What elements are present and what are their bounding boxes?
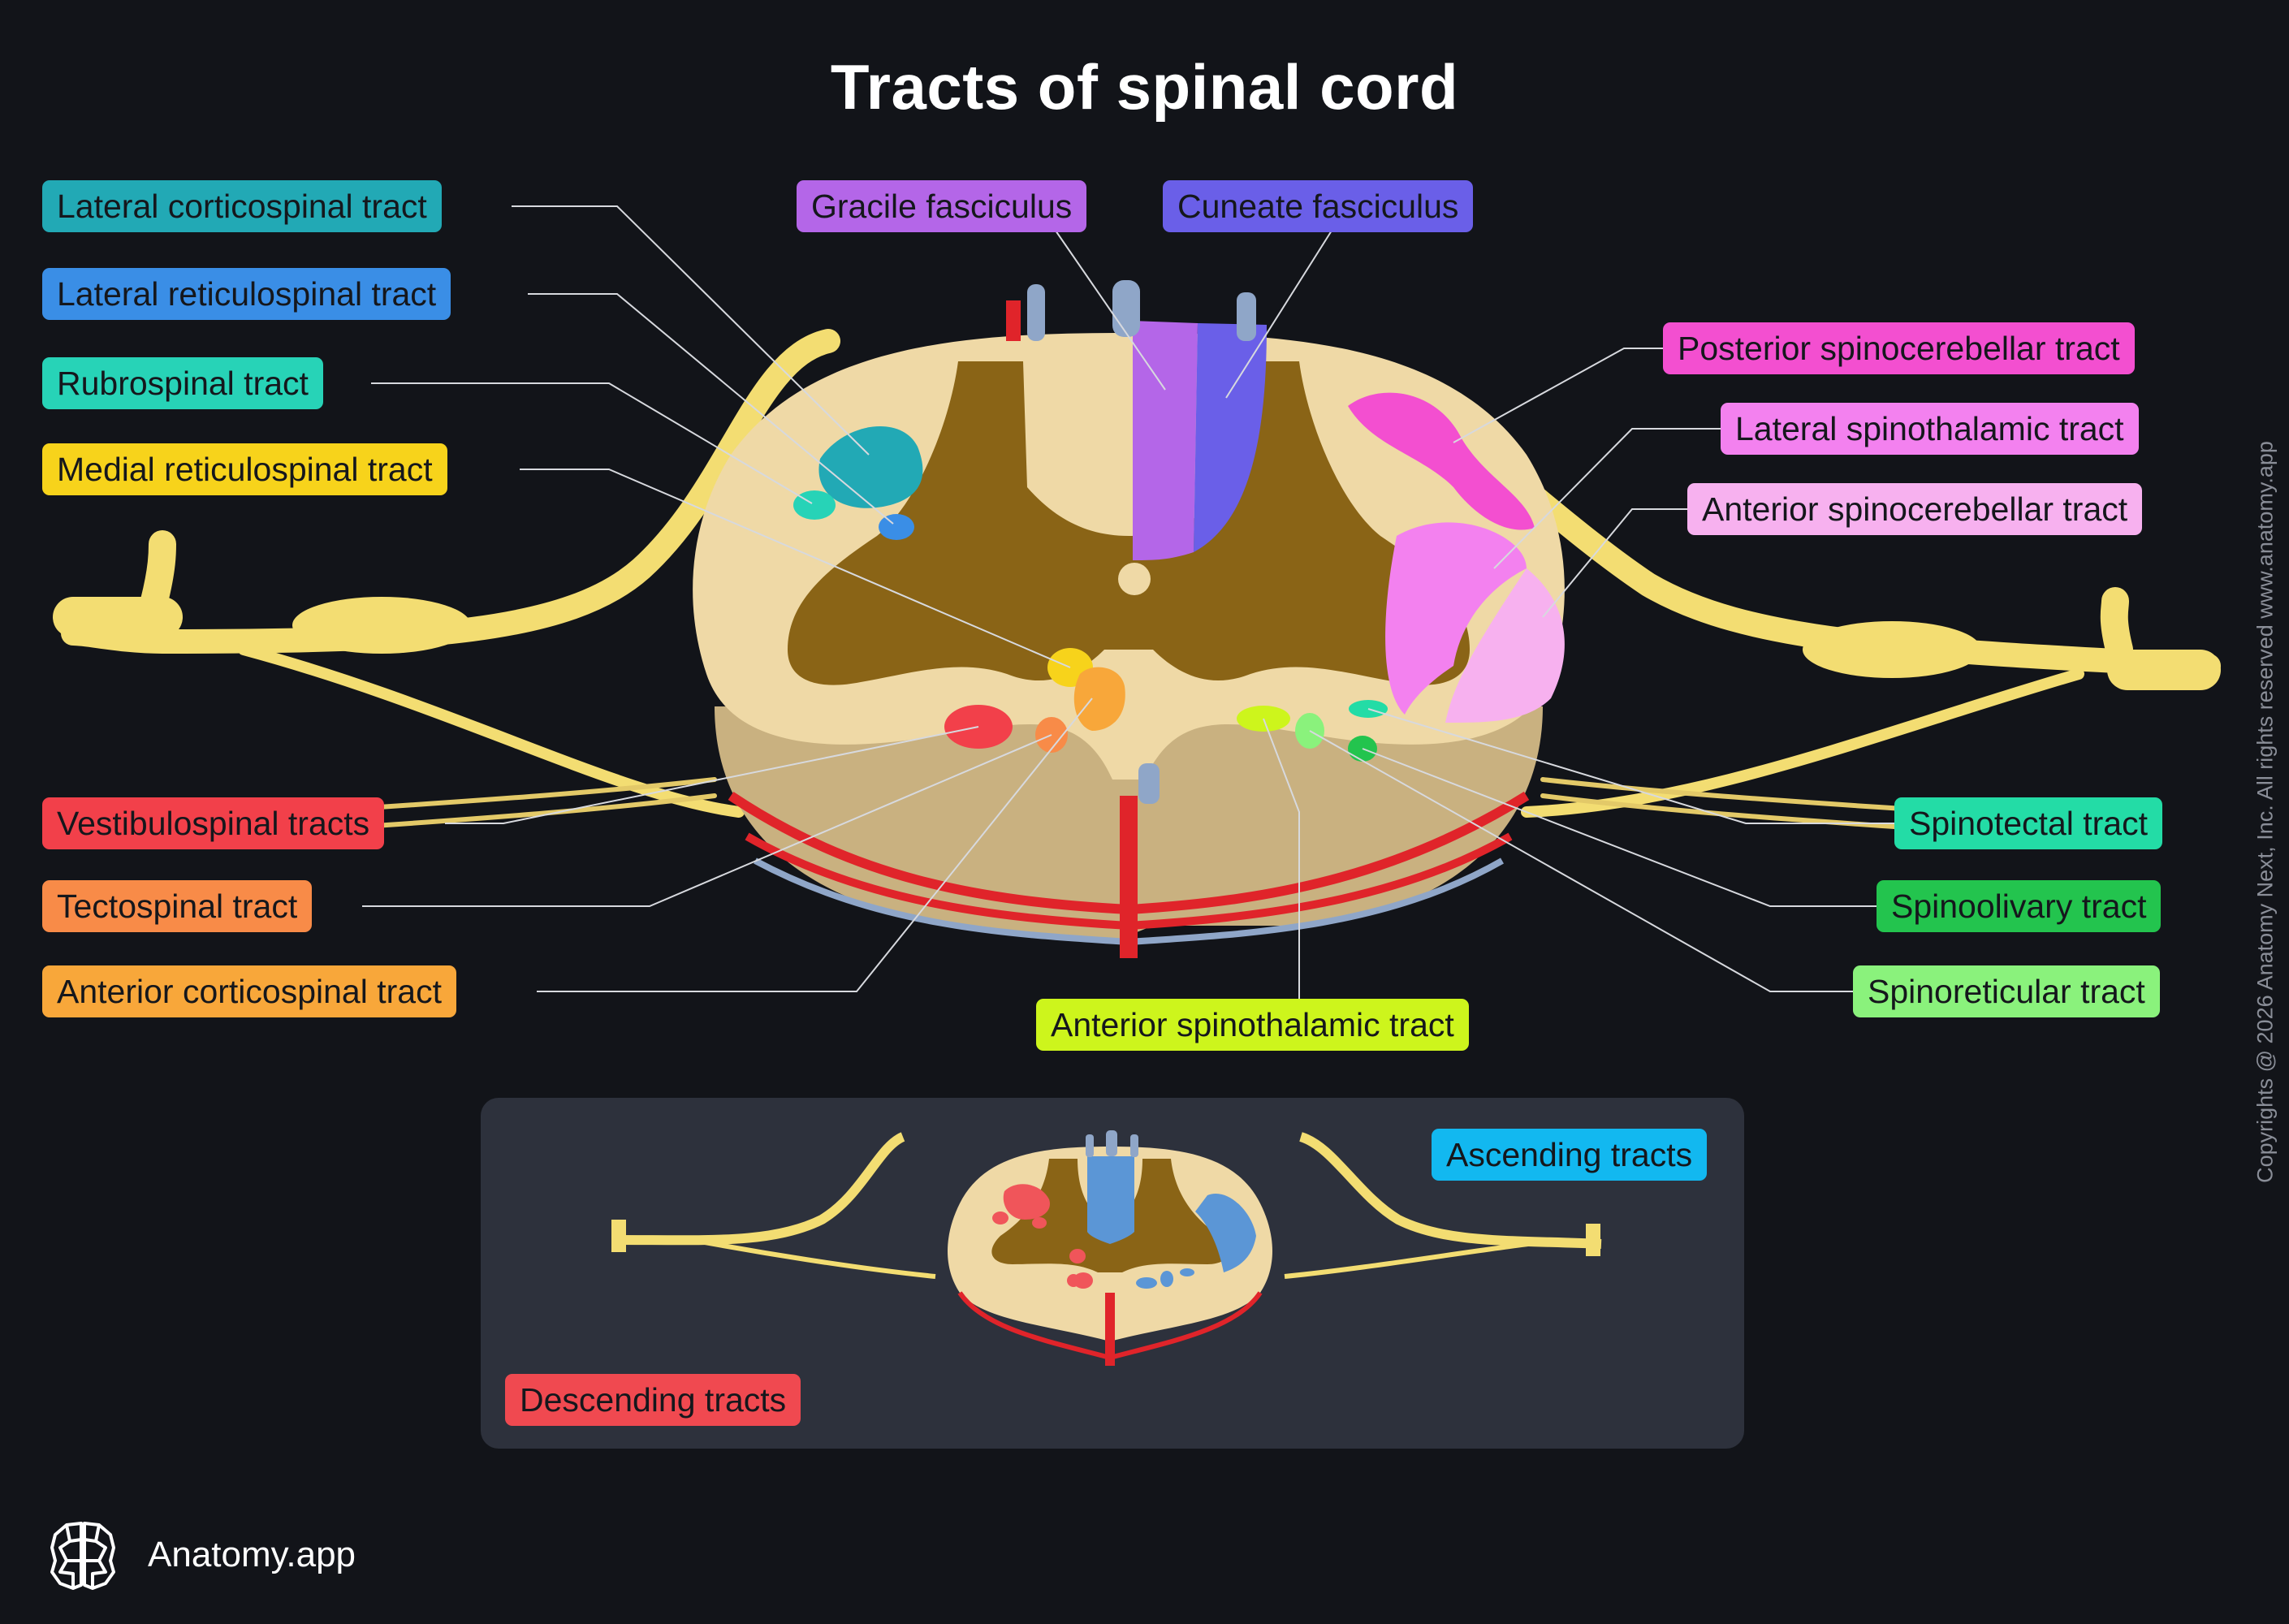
right-nerve-branch [2100,587,2133,663]
leader-lateral-corticospinal [512,205,870,456]
page-title: Tracts of spinal cord [830,51,1459,123]
brain-logo-icon [50,1522,115,1590]
leader-tectospinal [362,734,1052,907]
rubrospinal-area [793,490,836,520]
label-tectospinal: Tectospinal tract [42,880,313,932]
label-spinoolivary: Spinoolivary tract [1877,880,2162,932]
label-anterior-spinocerebellar: Anterior spinocerebellar tract [1687,483,2143,535]
left-nerve-branch [140,530,176,615]
label-gracile-fasciculus: Gracile fasciculus [797,180,1087,232]
label-lateral-corticospinal: Lateral corticospinal tract [42,180,442,232]
left-nerve-anterior-root [238,644,745,818]
brand-name: Anatomy.app [148,1535,356,1574]
legend-panel: Ascending tracts Descending tracts [481,1098,1744,1449]
leader-spinoolivary [1362,748,1877,907]
posterior-spinocerebellar-area [1348,392,1535,530]
label-posterior-spinocerebellar: Posterior spinocerebellar tract [1663,322,2135,374]
anterior-spinocerebellar-area [1445,568,1565,723]
leader-gracile [1055,230,1166,391]
right-nerve-anterior-root [1521,668,2084,818]
legend-mini-cord [611,1130,1602,1366]
leader-medial-reticulospinal [520,469,1071,668]
lateral-corticospinal-area [818,425,923,508]
label-cuneate-fasciculus: Cuneate fasciculus [1163,180,1474,232]
ascending-tracts-badge: Ascending tracts [1432,1129,1708,1181]
right-ganglion [1803,621,1981,678]
descending-tracts-badge: Descending tracts [505,1374,801,1426]
label-rubrospinal: Rubrospinal tract [42,357,323,409]
leader-spinoreticular [1309,730,1853,992]
gray-matter [788,361,1470,685]
label-lateral-spinothalamic: Lateral spinothalamic tract [1721,403,2139,455]
spinal-cord-section [693,280,1565,958]
leader-spinotectal [1367,708,1894,824]
left-nerve-posterior-root [61,329,840,654]
leader-anterior-spinothalamic [1263,718,1300,999]
label-spinotectal: Spinotectal tract [1894,797,2162,849]
leader-rubrospinal [371,382,813,504]
copyright-text: Copyrights @ 2026 Anatomy Next, Inc. All… [2252,441,2278,1183]
leader-anterior-spinocerebellar [1542,508,1687,618]
label-medial-reticulospinal: Medial reticulospinal tract [42,443,447,495]
label-vestibulospinal: Vestibulospinal tracts [42,797,385,849]
leader-posterior-spinocerebellar [1453,348,1663,443]
lateral-reticulospinal-area [879,514,914,540]
label-spinoreticular: Spinoreticular tract [1853,965,2160,1017]
central-canal [1118,563,1151,595]
label-lateral-reticulospinal: Lateral reticulospinal tract [42,268,451,320]
label-anterior-corticospinal: Anterior corticospinal tract [42,965,456,1017]
leader-lines [362,205,1894,999]
anterior-corticospinal-area [1073,667,1125,731]
leader-cuneate [1225,230,1332,399]
left-ganglion [292,597,471,654]
lateral-spinothalamic-area [1385,522,1527,715]
leader-vestibulospinal [445,726,979,824]
leader-lateral-reticulospinal [528,293,894,525]
leader-anterior-corticospinal [537,698,1093,992]
leader-lateral-spinothalamic [1493,428,1721,569]
label-anterior-spinothalamic: Anterior spinothalamic tract [1036,999,1469,1051]
